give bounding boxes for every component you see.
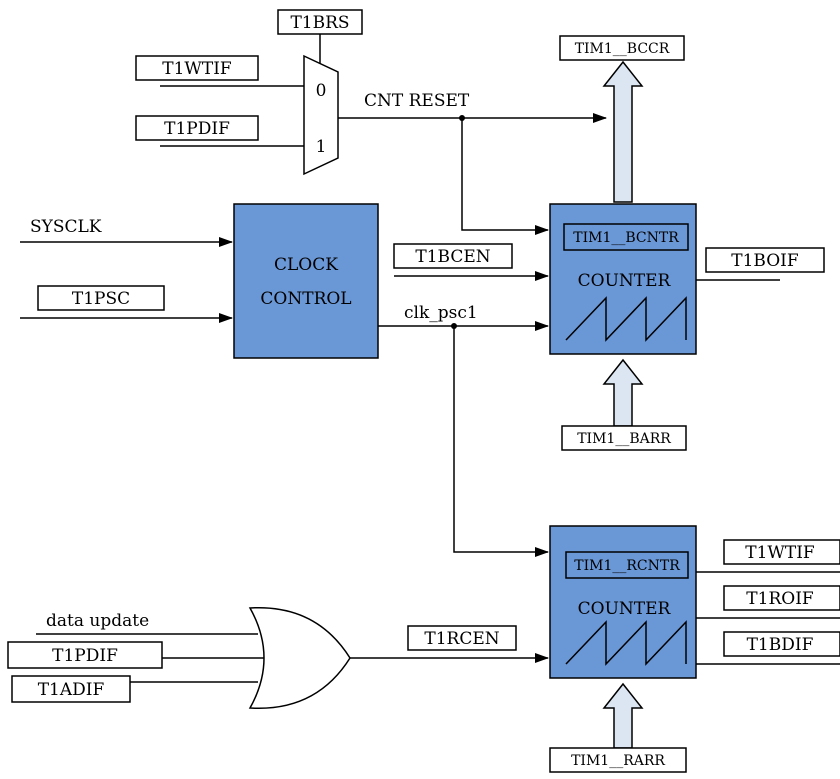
tim1-barr-register: TIM1__BARR [561, 425, 687, 451]
t1bcen-label: T1BCEN [393, 243, 513, 269]
or-in1-label: T1PDIF [7, 641, 163, 669]
t1rcen-label: T1RCEN [407, 625, 517, 651]
mux-sel1: 1 [316, 137, 327, 157]
bcntr-register: TIM1__BCNTR [573, 230, 679, 246]
counter-b-block: TIM1__BCNTR COUNTER [549, 203, 697, 355]
clk-psc1-label: clk_psc1 [404, 303, 478, 323]
counter-r-title: COUNTER [578, 599, 672, 619]
data-update-label: data update [46, 611, 149, 631]
sawtooth-icon [565, 296, 687, 342]
svg-text:T1BCEN: T1BCEN [415, 247, 490, 267]
mux-sel0: 0 [316, 81, 327, 101]
multiplexer [303, 54, 339, 176]
svg-text:TIM1__RARR: TIM1__RARR [571, 753, 665, 769]
mux-in1-label: T1PDIF [135, 115, 259, 141]
tim1-bccr-register: TIM1__BCCR [559, 35, 685, 61]
svg-text:T1BDIF: T1BDIF [747, 635, 814, 655]
t1boif-output: T1BOIF [705, 247, 825, 273]
svg-text:T1RCEN: T1RCEN [424, 629, 499, 649]
t1brs-select: T1BRS [277, 9, 363, 35]
svg-text:CLOCK: CLOCK [274, 255, 338, 275]
bccr-hollow-arrow [602, 60, 644, 203]
svg-text:T1PSC: T1PSC [72, 289, 130, 309]
clock-control-block: CLOCK CONTROL [233, 203, 379, 359]
svg-text:T1PDIF: T1PDIF [164, 119, 230, 139]
t1psc-label: T1PSC [37, 285, 165, 311]
cnt-reset-label: CNT RESET [364, 91, 470, 111]
svg-text:T1BOIF: T1BOIF [731, 251, 799, 271]
barr-hollow-arrow [602, 358, 644, 427]
tim1-rarr-register: TIM1__RARR [549, 747, 687, 773]
counter-b-title: COUNTER [578, 271, 672, 291]
or-gate [248, 606, 351, 710]
svg-text:T1WTIF: T1WTIF [745, 543, 815, 563]
svg-text:TIM1__BARR: TIM1__BARR [577, 431, 671, 447]
svg-text:T1ADIF: T1ADIF [38, 680, 105, 700]
sysclk-label: SYSCLK [30, 217, 102, 237]
svg-text:TIM1__BCCR: TIM1__BCCR [575, 41, 670, 57]
mux-in0-label: T1WTIF [135, 55, 259, 81]
rcntr-register: TIM1__RCNTR [574, 558, 680, 574]
svg-text:T1BRS: T1BRS [290, 13, 349, 33]
svg-text:T1WTIF: T1WTIF [162, 59, 232, 79]
or-in2-label: T1ADIF [11, 675, 131, 703]
svg-text:CONTROL: CONTROL [260, 289, 351, 309]
sawtooth-icon [565, 620, 687, 666]
t1wtif-output: T1WTIF [723, 539, 840, 565]
counter-r-block: TIM1__RCNTR COUNTER [549, 525, 697, 679]
svg-text:T1ROIF: T1ROIF [746, 589, 814, 609]
svg-text:T1PDIF: T1PDIF [52, 646, 118, 666]
t1bdif-output: T1BDIF [723, 631, 840, 657]
t1roif-output: T1ROIF [723, 585, 840, 611]
rarr-hollow-arrow [602, 682, 644, 749]
